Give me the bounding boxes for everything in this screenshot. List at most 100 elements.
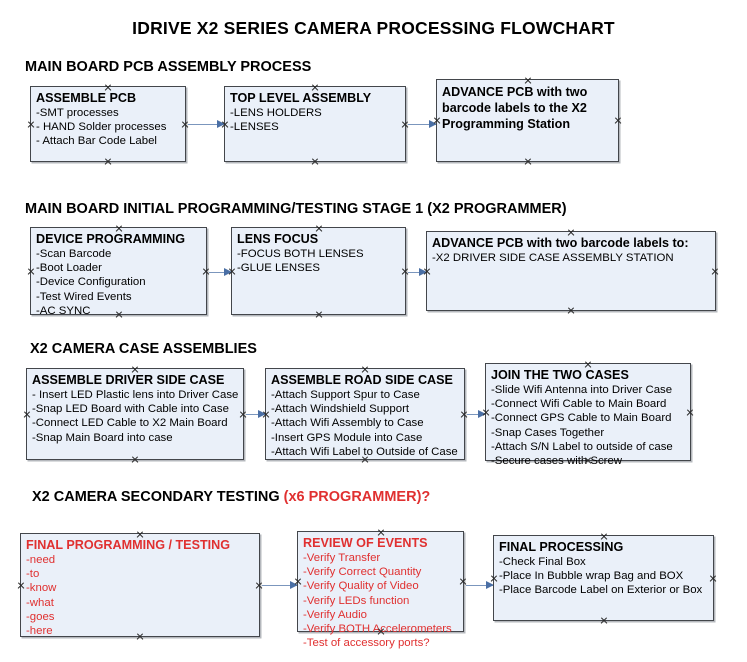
node-title: JOIN THE TWO CASES <box>491 368 629 382</box>
section-heading-text: MAIN BOARD INITIAL PROGRAMMING/TESTING S… <box>25 201 567 217</box>
connection-handle-left[interactable] <box>423 267 432 276</box>
connection-handle-bottom[interactable] <box>361 455 370 464</box>
node-advance-pcb-to-x2-programming-station[interactable]: ADVANCE PCB with two barcode labels to t… <box>436 79 619 162</box>
node-title: TOP LEVEL ASSEMBLY <box>230 91 372 105</box>
node-assemble-driver-side-case[interactable]: ASSEMBLE DRIVER SIDE CASE - Insert LED P… <box>26 368 244 460</box>
node-title: ASSEMBLE ROAD SIDE CASE <box>271 373 453 387</box>
connection-handle-bottom[interactable] <box>567 306 576 315</box>
connection-handle-bottom[interactable] <box>599 616 608 625</box>
node-line: -FOCUS BOTH LENSES <box>237 248 364 260</box>
node-line: -Check Final Box <box>499 556 586 568</box>
connection-handle-left[interactable] <box>228 267 237 276</box>
connection-handle-right[interactable] <box>709 574 718 583</box>
node-line: -Attach Wifi Assembly to Case <box>271 417 424 430</box>
node-line: -Connect GPS Cable to Main Board <box>491 412 672 425</box>
node-final-processing[interactable]: FINAL PROCESSING -Check Final Box -Place… <box>493 535 714 621</box>
connector-assemble-pcb-to-top-level-assembly <box>188 119 225 128</box>
connection-handle-top[interactable] <box>523 76 532 85</box>
node-line: - Attach Bar Code Label <box>36 135 157 148</box>
connection-handle-bottom[interactable] <box>376 627 385 636</box>
connection-handle-left[interactable] <box>23 410 32 419</box>
connection-handle-left[interactable] <box>221 120 230 129</box>
node-line: -goes <box>26 610 55 623</box>
node-line: -Attach Windshield Support <box>271 403 410 416</box>
node-line: -need <box>26 554 56 566</box>
connection-handle-top[interactable] <box>311 83 320 92</box>
section-heading-main-board-initial-programming-testing-stage-1: MAIN BOARD INITIAL PROGRAMMING/TESTING S… <box>25 201 567 217</box>
connection-handle-top[interactable] <box>361 365 370 374</box>
connector-final-programming-to-review-of-events <box>262 580 298 589</box>
node-assemble-pcb[interactable]: ASSEMBLE PCB -SMT processes - HAND Solde… <box>30 86 186 162</box>
node-line: -X2 DRIVER SIDE CASE ASSEMBLY STATION <box>432 252 674 264</box>
connection-handle-bottom[interactable] <box>104 157 113 166</box>
node-line: -to <box>26 568 40 581</box>
node-review-of-events[interactable]: REVIEW OF EVENTS -Verify Transfer -Verif… <box>294 528 464 649</box>
connection-handle-bottom[interactable] <box>584 456 593 465</box>
node-line: -Attach S/N Label to outside of case <box>491 440 673 453</box>
connection-handle-top[interactable] <box>376 528 385 537</box>
node-line: -Snap LED Board with Cable into Case <box>32 403 229 416</box>
section-heading-x2-camera-secondary-testing: X2 CAMERA SECONDARY TESTING (x6 PROGRAMM… <box>32 489 430 505</box>
connection-handle-top[interactable] <box>567 228 576 237</box>
connection-handle-left[interactable] <box>17 581 26 590</box>
connection-handle-left[interactable] <box>294 577 303 586</box>
connector-review-of-events-to-final-processing <box>466 580 494 589</box>
connection-handle-bottom[interactable] <box>523 157 532 166</box>
node-title: ASSEMBLE DRIVER SIDE CASE <box>32 373 225 387</box>
connection-handle-bottom[interactable] <box>314 310 323 319</box>
node-line: -Place Barcode Label on Exterior or Box <box>499 584 703 597</box>
connection-handle-top[interactable] <box>131 365 140 374</box>
connection-handle-top[interactable] <box>114 224 123 233</box>
connection-handle-left[interactable] <box>433 116 442 125</box>
connection-handle-top[interactable] <box>136 530 145 539</box>
connection-handle-bottom[interactable] <box>114 310 123 319</box>
node-line: -what <box>26 596 54 609</box>
node-line: -GLUE LENSES <box>237 262 320 275</box>
connection-handle-left[interactable] <box>262 410 271 419</box>
node-line: -here <box>26 625 53 638</box>
section-heading-main-board-pcb-assembly-process: MAIN BOARD PCB ASSEMBLY PROCESS <box>25 59 311 75</box>
node-line: -LENS HOLDERS <box>230 107 322 119</box>
node-line: -Verify LEDs function <box>303 594 410 607</box>
connection-handle-top[interactable] <box>314 224 323 233</box>
node-join-the-two-cases[interactable]: JOIN THE TWO CASES -Slide Wifi Antenna i… <box>482 360 691 467</box>
connection-handle-bottom[interactable] <box>131 455 140 464</box>
node-line: -Verify Audio <box>303 608 367 621</box>
node-line: -Connect Wifi Cable to Main Board <box>491 398 667 411</box>
connection-handle-top[interactable] <box>104 83 113 92</box>
node-line-overflow: -Test of accessory ports? <box>303 637 430 650</box>
node-lens-focus[interactable]: LENS FOCUS -FOCUS BOTH LENSES -GLUE LENS… <box>231 227 406 315</box>
node-top-level-assembly[interactable]: TOP LEVEL ASSEMBLY -LENS HOLDERS -LENSES <box>224 86 406 162</box>
connection-handle-left[interactable] <box>27 267 36 276</box>
node-title: DEVICE PROGRAMMING <box>36 232 186 246</box>
node-line: -Device Configuration <box>36 276 146 289</box>
node-final-programming-testing[interactable]: FINAL PROGRAMMING / TESTING -need -to -k… <box>20 533 260 637</box>
connection-handle-left[interactable] <box>482 408 491 417</box>
node-line: -Verify Transfer <box>303 552 381 564</box>
page-title: IDRIVE X2 SERIES CAMERA PROCESSING FLOWC… <box>132 18 615 38</box>
connection-handle-top[interactable] <box>599 532 608 541</box>
node-title: ADVANCE PCB with two barcode labels to t… <box>442 85 588 131</box>
node-line: -know <box>26 582 57 595</box>
node-assemble-road-side-case[interactable]: ASSEMBLE ROAD SIDE CASE -Attach Support … <box>265 368 465 460</box>
section-heading-text: MAIN BOARD PCB ASSEMBLY PROCESS <box>25 59 312 75</box>
node-advance-pcb-to-driver-side-case-assembly[interactable]: ADVANCE PCB with two barcode labels to: … <box>426 231 716 311</box>
connection-handle-top[interactable] <box>584 360 593 369</box>
node-title: LENS FOCUS <box>237 232 319 246</box>
node-line: -Insert GPS Module into Case <box>271 431 423 444</box>
node-line: -Test Wired Events <box>36 290 132 303</box>
node-device-programming[interactable]: DEVICE PROGRAMMING -Scan Barcode -Boot L… <box>27 224 207 317</box>
connection-handle-left[interactable] <box>27 120 36 129</box>
node-title: REVIEW OF EVENTS <box>303 536 428 550</box>
node-line: -Slide Wifi Antenna into Driver Case <box>491 384 673 396</box>
connection-handle-left[interactable] <box>490 574 499 583</box>
connection-handle-right[interactable] <box>614 116 623 125</box>
node-line: -Verify Quality of Video <box>303 580 419 593</box>
connection-handle-right[interactable] <box>686 408 695 417</box>
node-line: -Place In Bubble wrap Bag and BOX <box>499 570 684 583</box>
connection-handle-bottom[interactable] <box>311 157 320 166</box>
connection-handle-right[interactable] <box>711 267 720 276</box>
connection-handle-bottom[interactable] <box>136 632 145 641</box>
node-line: -Connect LED Cable to X2 Main Board <box>32 417 228 430</box>
